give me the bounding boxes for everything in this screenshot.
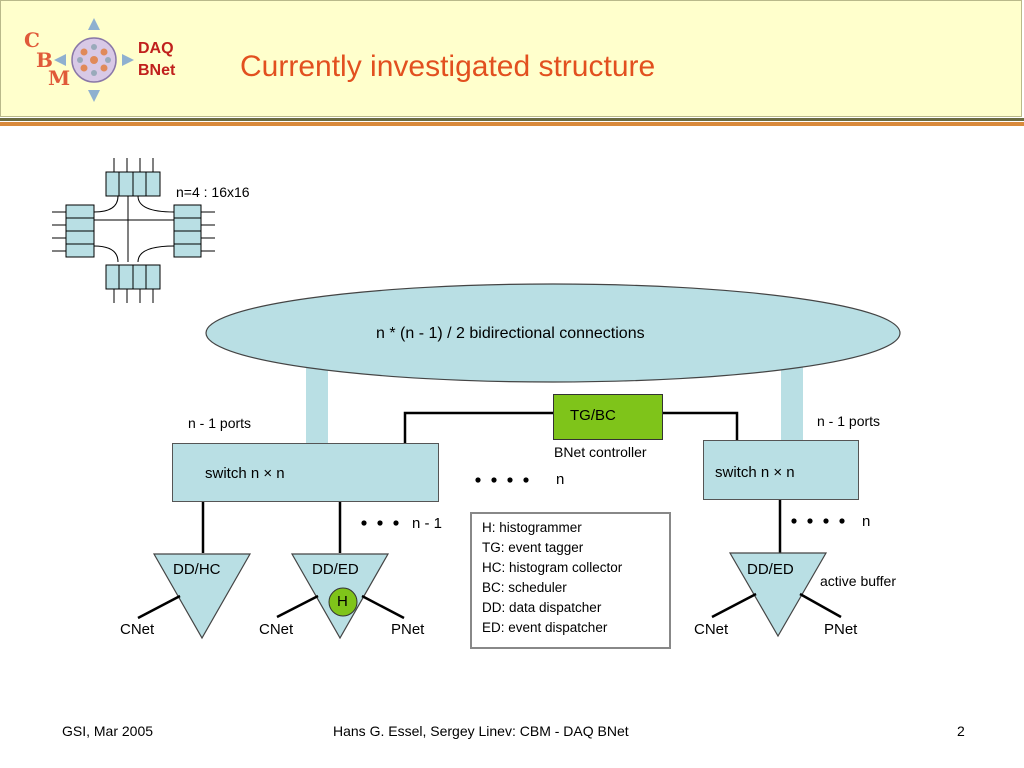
crossbar-diagram xyxy=(52,158,215,303)
right-count-label: n xyxy=(862,513,871,530)
middle-n-label: n xyxy=(556,471,565,488)
logo-daq: DAQ xyxy=(138,40,174,57)
slide-header xyxy=(0,0,1022,117)
pnet-label-2: PNet xyxy=(391,621,425,638)
ellipse-label: n * (n - 1) / 2 bidirectional connection… xyxy=(376,325,645,342)
header-rule-dark xyxy=(0,118,1024,121)
right-switch-label: switch n × n xyxy=(715,464,795,481)
cnet-label-3: CNet xyxy=(694,621,729,638)
connections-ellipse xyxy=(205,283,901,383)
left-count-label: n - 1 xyxy=(412,515,443,532)
footer-authors: Hans G. Essel, Sergey Linev: CBM - DAQ B… xyxy=(333,723,629,739)
logo-letter-b: B xyxy=(36,48,53,72)
pnet-label-3: PNet xyxy=(824,621,858,638)
legend-item: BC: scheduler xyxy=(482,580,567,595)
left-ports-label: n - 1 ports xyxy=(188,415,252,431)
bnet-controller-label: BNet controller xyxy=(554,444,647,460)
ellipsis-dots xyxy=(361,477,845,526)
legend-item: DD: data dispatcher xyxy=(482,600,602,615)
right-connector xyxy=(781,362,803,442)
left-switch-label: switch n × n xyxy=(205,465,285,482)
tg-bc-box xyxy=(553,394,663,440)
left-connector xyxy=(306,362,328,444)
node-dd-ed-label: DD/ED xyxy=(312,561,359,578)
left-switch xyxy=(172,443,439,502)
footer-date: GSI, Mar 2005 xyxy=(62,723,154,739)
logo-letter-m: M xyxy=(48,66,71,90)
tg-bc-label: TG/BC xyxy=(570,407,616,424)
crossbar-blocks xyxy=(65,171,202,290)
node-dd-ed-right-label: DD/ED xyxy=(747,561,794,578)
logo-letter-c: C xyxy=(24,28,40,52)
legend-item: H: histogrammer xyxy=(482,520,582,535)
crossbar-note: n=4 : 16x16 xyxy=(176,184,250,200)
histogrammer-label: H xyxy=(337,593,348,610)
cnet-label-2: CNet xyxy=(259,621,294,638)
right-switch xyxy=(703,440,859,500)
legend-item: HC: histogram collector xyxy=(482,560,623,575)
legend-item: ED: event dispatcher xyxy=(482,620,608,635)
histogrammer-circle xyxy=(328,587,358,617)
logo-bnet: BNet xyxy=(138,62,176,79)
footer-page-number: 2 xyxy=(957,723,965,739)
logo-emblem-icon xyxy=(54,18,134,102)
cnet-label-1: CNet xyxy=(120,621,155,638)
node-dd-hc-label: DD/HC xyxy=(173,561,221,578)
legend-item: TG: event tagger xyxy=(482,540,584,555)
page-title: Currently investigated structure xyxy=(240,50,656,83)
legend-box: H: histogrammer TG: event tagger HC: his… xyxy=(470,512,671,649)
right-ports-label: n - 1 ports xyxy=(817,413,881,429)
active-buffer-label: active buffer xyxy=(820,573,897,589)
header-rule-orange xyxy=(0,122,1024,126)
